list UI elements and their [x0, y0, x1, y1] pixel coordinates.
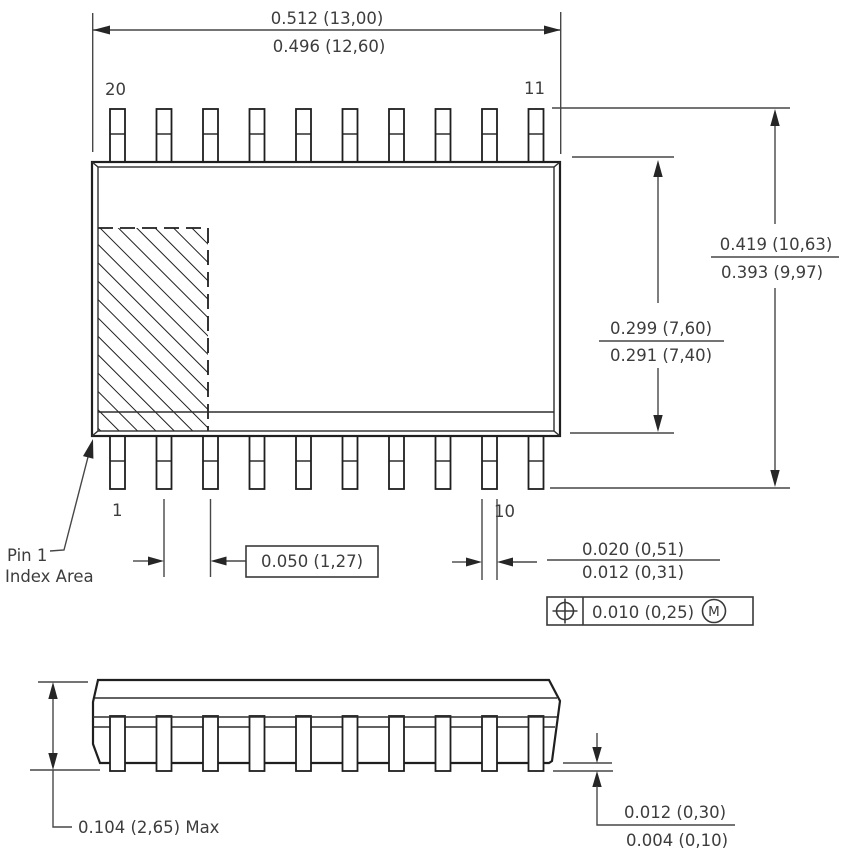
dim-package-height: 0.104 (2,65) Max [30, 681, 220, 837]
lead-span-min: 0.393 (9,97) [721, 263, 823, 282]
pin [481, 435, 498, 490]
lead [295, 715, 312, 772]
pin [388, 108, 405, 163]
lead-width-min: 0.012 (0,31) [582, 563, 684, 582]
lead [388, 715, 405, 772]
pin [248, 435, 266, 490]
lead [109, 715, 126, 772]
pin [434, 108, 452, 163]
lead [248, 715, 266, 772]
dim-standoff: 0.012 (0,30) 0.004 (0,10) [553, 733, 735, 850]
dim-lead-span: 0.419 (10,63) 0.393 (9,97) [550, 107, 839, 489]
overall-width-max: 0.512 (13,00) [271, 9, 384, 28]
lead [202, 715, 219, 772]
body-width-min: 0.291 (7,40) [610, 346, 712, 365]
pin [202, 108, 219, 163]
pin-label-20: 20 [105, 80, 126, 99]
dim-body-width: 0.299 (7,60) 0.291 (7,40) [570, 156, 724, 434]
feature-control-frame: 0.010 (0,25) M [546, 596, 754, 626]
package-height-value: 0.104 (2,65) Max [78, 818, 220, 837]
pin1-index-area-hatch [98, 227, 209, 431]
pin1-index-note: Pin 1 Index Area [5, 439, 94, 586]
lead [527, 715, 545, 772]
lead [155, 715, 173, 772]
dim-lead-width: 0.020 (0,51) 0.012 (0,31) [452, 499, 720, 582]
top-view: 20 11 1 10 0.512 (13,00) 0.496 (12,60) 0… [5, 9, 839, 626]
package-body [90, 160, 562, 438]
pin [341, 435, 359, 490]
pin1-note-line2: Index Area [5, 567, 94, 586]
pin [248, 108, 266, 163]
pin1-note-line1: Pin 1 [7, 546, 47, 565]
pin-label-1: 1 [112, 501, 123, 520]
pin [202, 435, 219, 490]
lead-width-max: 0.020 (0,51) [582, 540, 684, 559]
lead [434, 715, 452, 772]
lead-span-max: 0.419 (10,63) [720, 235, 833, 254]
standoff-min: 0.004 (0,10) [626, 831, 728, 850]
pin [434, 435, 452, 490]
true-position-icon [552, 598, 578, 624]
pin [388, 435, 405, 490]
pin [295, 435, 312, 490]
pin [155, 435, 173, 490]
pin [527, 435, 545, 490]
top-pin-row [109, 108, 545, 163]
body-width-max: 0.299 (7,60) [610, 319, 712, 338]
dim-lead-pitch: 0.050 (1,27) [133, 499, 379, 578]
side-view: 0.104 (2,65) Max 0.012 (0,30) 0.004 (0,1… [30, 678, 735, 850]
bottom-pin-row [109, 435, 545, 490]
overall-width-min: 0.496 (12,60) [273, 37, 386, 56]
lead-pitch-value: 0.050 (1,27) [261, 552, 363, 571]
dim-overall-width: 0.512 (13,00) 0.496 (12,60) [91, 9, 562, 154]
pin [109, 108, 126, 163]
pin-label-10: 10 [494, 502, 515, 521]
lead [481, 715, 498, 772]
lead [341, 715, 359, 772]
mmc-letter: M [708, 604, 720, 620]
true-position-tolerance: 0.010 (0,25) [592, 603, 694, 622]
pin-label-11: 11 [524, 79, 545, 98]
pin [155, 108, 173, 163]
standoff-max: 0.012 (0,30) [624, 803, 726, 822]
pin [109, 435, 126, 490]
mmc-icon: M [701, 598, 727, 624]
pin [527, 108, 545, 163]
pin [341, 108, 359, 163]
pin [481, 108, 498, 163]
pin [295, 108, 312, 163]
